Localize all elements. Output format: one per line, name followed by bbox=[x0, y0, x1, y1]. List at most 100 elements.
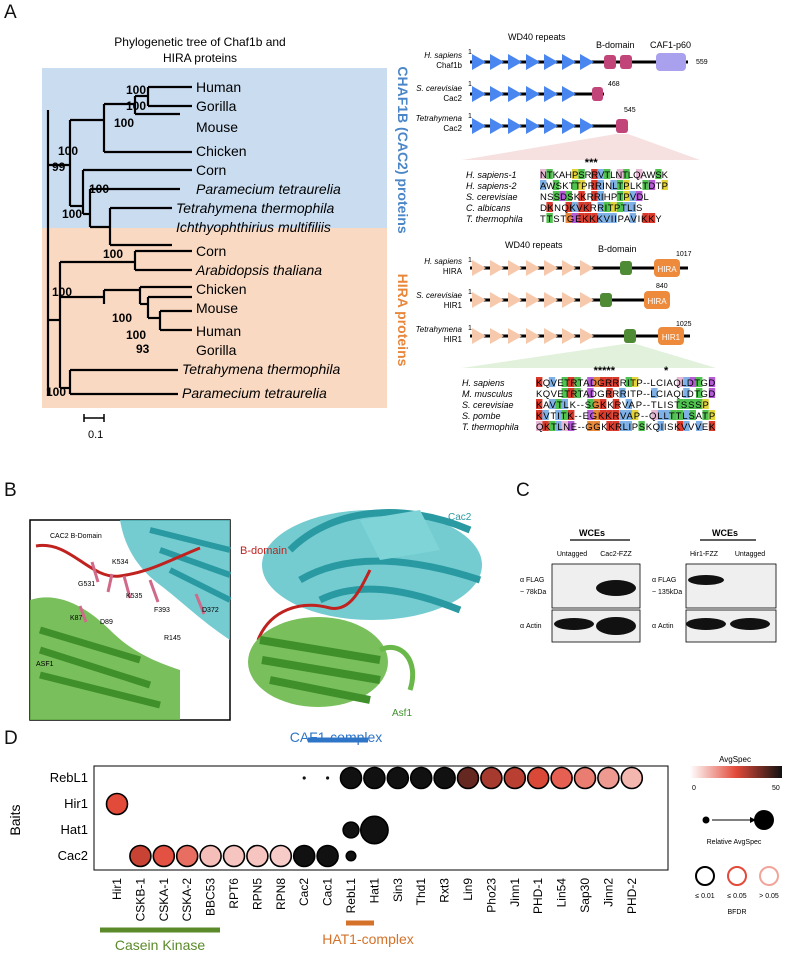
alignment-row-label: T. thermophila bbox=[466, 214, 523, 224]
hat1-label: HAT1-complex bbox=[322, 931, 414, 947]
dot-point bbox=[573, 766, 597, 790]
residue-shade bbox=[574, 388, 581, 398]
species-label: Tetrahymena bbox=[416, 114, 463, 123]
tree-branches bbox=[46, 85, 192, 396]
residue-shade bbox=[572, 213, 579, 223]
legend-avgspec-title: AvgSpec bbox=[719, 755, 751, 764]
alignment-row-label: S. cerevisiae bbox=[462, 400, 514, 410]
bootstrap-value: 100 bbox=[126, 83, 146, 97]
legend: AvgSpec 0 50 Relative AvgSpec ≤ 0.01 ≤ 0… bbox=[690, 755, 782, 916]
dot-point bbox=[326, 776, 330, 780]
legend-bfdr-label: ≤ 0.01 bbox=[695, 893, 715, 900]
prey-label: Cac2 bbox=[297, 878, 311, 906]
protein-label: Cac2 bbox=[443, 124, 462, 133]
bootstrap-value: 99 bbox=[52, 160, 66, 174]
residue-end: 559 bbox=[696, 59, 708, 66]
residue-shade bbox=[548, 421, 556, 431]
bootstrap-value: 100 bbox=[46, 385, 66, 399]
residue-shade bbox=[591, 191, 598, 201]
residue-shade bbox=[600, 410, 607, 420]
panel-label-c: C bbox=[516, 480, 530, 501]
residue-shade bbox=[593, 377, 600, 387]
alignment-sequence: DKNQKVKRRITPTLIS bbox=[540, 203, 642, 214]
species-label: Tetrahymena bbox=[416, 325, 463, 334]
residue-shade bbox=[619, 388, 626, 398]
dot-point bbox=[620, 766, 644, 790]
taxon-label: Arabidopsis thaliana bbox=[195, 262, 322, 278]
residue-shade bbox=[632, 410, 639, 420]
residue-shade bbox=[689, 399, 696, 409]
bait-label: Hat1 bbox=[61, 822, 88, 837]
prey-label: Jinn1 bbox=[508, 878, 522, 907]
residue-label: K87 bbox=[70, 615, 83, 622]
residue-shade bbox=[546, 202, 553, 212]
wce-label: WCEs bbox=[579, 528, 605, 538]
dot-point bbox=[386, 766, 410, 790]
taxon-label: Corn bbox=[196, 162, 226, 178]
residue-shade bbox=[676, 410, 684, 420]
residue-shade bbox=[683, 377, 690, 387]
prey-label: PHD-2 bbox=[625, 878, 639, 914]
residue-shade bbox=[606, 410, 613, 420]
flag-label: α FLAG bbox=[652, 577, 676, 584]
residue-shade bbox=[542, 421, 549, 431]
residue-shade bbox=[612, 421, 620, 431]
taxon-label: Human bbox=[196, 79, 241, 95]
residue-shade bbox=[568, 421, 575, 431]
residue-shade bbox=[572, 180, 579, 190]
dot-point bbox=[597, 766, 620, 790]
conservation-stars: ***** bbox=[594, 365, 616, 377]
species-label: H. sapiens bbox=[424, 51, 462, 60]
residue-shade bbox=[536, 421, 543, 431]
chaf1b-group-label: CHAF1B (CAC2) proteins bbox=[395, 66, 411, 233]
dot-point bbox=[152, 844, 176, 868]
dot-point bbox=[345, 850, 357, 862]
residue-labels: G531 K534 K535 K87 D89 F393 R145 D372 AS… bbox=[36, 559, 219, 668]
conservation-star: * bbox=[664, 365, 669, 377]
dot-point bbox=[480, 766, 503, 790]
legend-relative: Relative AvgSpec bbox=[707, 839, 762, 846]
casein-label: Casein Kinase bbox=[115, 937, 205, 953]
inset-asf1-ribbon bbox=[30, 597, 180, 720]
hira-background bbox=[42, 228, 387, 408]
residue-shade bbox=[597, 202, 604, 212]
residue-shade bbox=[546, 213, 553, 223]
residue-shade bbox=[593, 399, 600, 409]
dot-point bbox=[292, 844, 316, 868]
residue-shade bbox=[696, 421, 703, 431]
residue-shade bbox=[604, 213, 611, 223]
residue-shade bbox=[578, 191, 585, 201]
residue-shade bbox=[708, 377, 716, 387]
wd40-label: WD40 repeats bbox=[508, 32, 566, 42]
prey-label: BBC53 bbox=[204, 878, 218, 916]
flag-label: α FLAG bbox=[520, 577, 544, 584]
residue-shade bbox=[578, 169, 585, 179]
residue-shade bbox=[623, 191, 630, 201]
residue-shade bbox=[619, 410, 626, 420]
residue-shade bbox=[642, 180, 649, 190]
dot-point bbox=[363, 766, 386, 790]
species-label: S. cerevisiae bbox=[416, 291, 462, 300]
taxon-label: Corn bbox=[196, 243, 226, 259]
taxon-label: Ichthyophthirius multifiliis bbox=[176, 219, 331, 235]
alignment-sequence: TTSTGEKKKVIIPAVIKKY bbox=[540, 214, 662, 225]
dot-point bbox=[433, 766, 456, 790]
dot-point bbox=[222, 844, 246, 868]
baits-axis-label: Baits bbox=[7, 804, 23, 835]
panel-a-figure: Phylogenetic tree of Chaf1b and HIRA pro… bbox=[42, 32, 716, 441]
chaf1b-domain-diagram: WD40 repeats B-domain CAF1-p60 H. sapien… bbox=[416, 32, 708, 160]
residue-shade bbox=[683, 388, 690, 398]
residue-shade bbox=[565, 213, 572, 223]
residue-shade bbox=[616, 169, 624, 179]
residue-shade bbox=[578, 202, 585, 212]
prey-label: RebL1 bbox=[344, 878, 358, 914]
residue-label: D89 bbox=[100, 619, 113, 626]
residue-shade bbox=[655, 169, 662, 179]
dot-point bbox=[269, 844, 293, 868]
bootstrap-values: 100 100 100 100 99 100 100 100 100 100 1… bbox=[46, 83, 150, 399]
bdomain-label: B-domain bbox=[598, 244, 637, 254]
prey-label: RPT6 bbox=[227, 878, 241, 909]
residue-shade bbox=[574, 377, 581, 387]
legend-min: 0 bbox=[692, 785, 696, 792]
